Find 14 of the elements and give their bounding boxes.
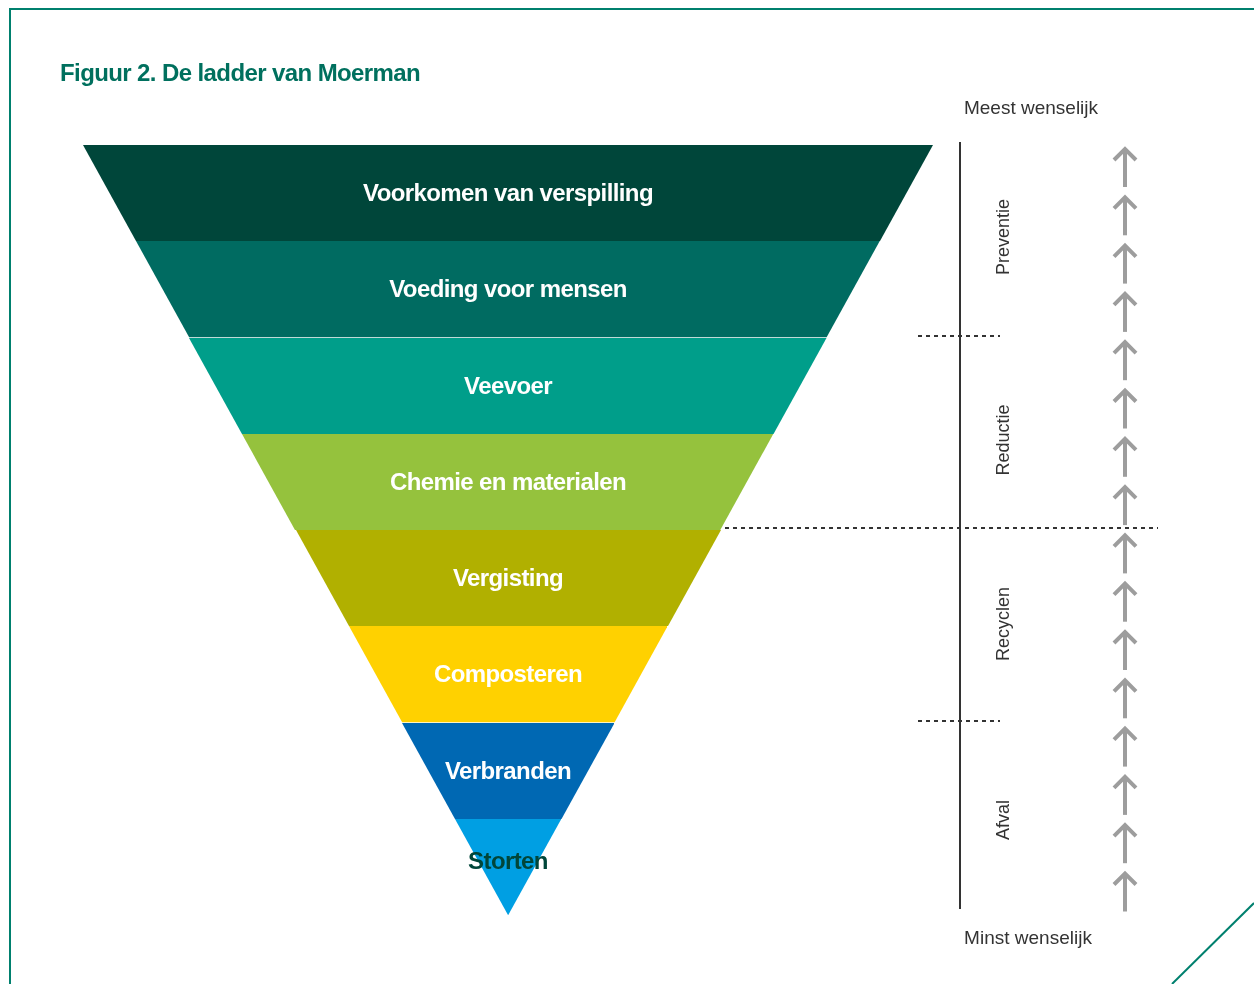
figure-title: Figuur 2. De ladder van Moerman bbox=[60, 58, 421, 88]
scale-end-label: Minst wenselijk bbox=[964, 925, 1092, 950]
band-label: Voorkomen van verspilling bbox=[363, 178, 653, 208]
band-label: Verbranden bbox=[444, 755, 572, 786]
band-label: Composteren bbox=[433, 659, 583, 690]
band-label: Voeding voor mensen bbox=[389, 274, 627, 305]
band-label: Veevoer bbox=[464, 370, 552, 401]
category-label: Reductie bbox=[991, 404, 1014, 476]
band-label: Vergisting bbox=[453, 563, 563, 593]
category-label: Afval bbox=[991, 800, 1014, 840]
category-label: Preventie bbox=[991, 199, 1014, 275]
category-label: Recyclen bbox=[991, 587, 1014, 661]
scale-end-label: Meest wenselijk bbox=[963, 95, 1099, 120]
band-label: Chemie en materialen bbox=[389, 466, 627, 497]
